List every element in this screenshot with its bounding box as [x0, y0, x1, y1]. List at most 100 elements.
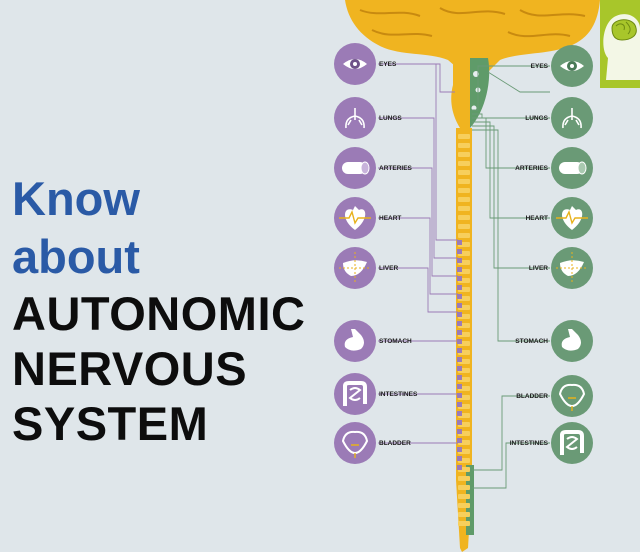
vertebra-marker [457, 348, 462, 353]
vertebra-marker [457, 330, 462, 335]
vertebra [458, 161, 470, 166]
right-organ-intestines: INTESTINES [510, 422, 593, 464]
intestines-icon [560, 430, 584, 455]
vertebra [458, 503, 470, 508]
liver-icon [556, 252, 588, 284]
right-organ-label: ARTERIES [515, 165, 549, 172]
right-organ-label: INTESTINES [510, 440, 549, 447]
vertebra-marker [457, 456, 462, 461]
organ-circle [551, 375, 593, 417]
vertebra [458, 134, 470, 139]
intestines-icon [343, 381, 367, 406]
sympathetic-organs: EYESLUNGSARTERIESHEARTLIVERSTOMACHBLADDE… [510, 45, 593, 464]
sympathetic-nerve [487, 71, 550, 93]
left-organ-intestines: INTESTINES [334, 373, 418, 415]
liver-icon [339, 252, 371, 284]
vertebra-marker [457, 384, 462, 389]
parasympathetic-nerve [378, 117, 458, 259]
vertebra-marker [457, 303, 462, 308]
vertebra [458, 512, 470, 517]
head-brain-icon [600, 0, 640, 88]
sympathetic-nerve [472, 125, 550, 269]
right-organ-label: BLADDER [516, 393, 548, 400]
parasympathetic-organs: EYESLUNGSARTERIESHEARTLIVERSTOMACHINTEST… [334, 43, 418, 464]
heart-icon [556, 206, 588, 230]
heart-icon [339, 206, 371, 230]
left-organ-label: HEART [379, 215, 401, 222]
left-organ-label: INTESTINES [379, 391, 418, 398]
vertebra-marker [457, 438, 462, 443]
vertebra-marker [457, 240, 462, 245]
parasympathetic-nerve [378, 63, 455, 93]
sympathetic-nerve [472, 129, 550, 342]
vertebra-marker [457, 294, 462, 299]
left-organ-label: BLADDER [379, 440, 411, 447]
right-organ-label: EYES [531, 63, 549, 70]
sympathetic-nerve [472, 65, 550, 111]
artery-icon [559, 161, 587, 175]
right-organ-liver: LIVER [529, 247, 593, 289]
vertebra [458, 188, 470, 193]
parasympathetic-nerve [378, 217, 458, 295]
brain [345, 0, 600, 128]
headline-line-3: AUTONOMIC [12, 287, 306, 340]
artery-icon [342, 161, 370, 175]
parasympathetic-nerve [378, 267, 458, 313]
headline-line-1: Know [12, 172, 140, 225]
sympathetic-nerve [472, 442, 550, 489]
vertebra [458, 170, 470, 175]
vertebra-marker [457, 402, 462, 407]
left-organ-label: LIVER [379, 265, 398, 272]
vertebra [458, 476, 470, 481]
vertebra [458, 179, 470, 184]
bladder-icon [558, 383, 586, 411]
vertebra-marker [457, 429, 462, 434]
left-organ-label: LUNGS [379, 115, 402, 122]
organ-circle [334, 422, 376, 464]
vertebra-marker [457, 393, 462, 398]
left-organ-heart: HEART [334, 197, 401, 239]
parasympathetic-nerve [378, 63, 458, 241]
vertebra-marker [457, 375, 462, 380]
vertebra-marker [457, 339, 462, 344]
vertebra [458, 215, 470, 220]
sympathetic-nerve [472, 121, 550, 219]
vertebra-marker [457, 312, 462, 317]
left-organ-lungs: LUNGS [334, 97, 402, 139]
vertebra [458, 485, 470, 490]
headline: Know about AUTONOMIC NERVOUS SYSTEM [12, 170, 305, 451]
right-organ-label: HEART [526, 215, 548, 222]
vertebra-marker [457, 276, 462, 281]
vertebra [458, 494, 470, 499]
headline-line-2: about [12, 230, 140, 283]
vertebra-marker [457, 249, 462, 254]
right-organ-arteries: ARTERIES [515, 147, 593, 189]
parasympathetic-nerve [378, 167, 458, 277]
vertebra [458, 224, 470, 229]
vertebra-marker [457, 285, 462, 290]
vertebra-marker [457, 465, 462, 470]
right-organ-stomach: STOMACH [515, 320, 593, 362]
left-organ-label: EYES [379, 61, 397, 68]
vertebra-marker [457, 420, 462, 425]
nerve-pathways [378, 63, 550, 489]
left-organ-bladder: BLADDER [334, 422, 411, 464]
vertebra [458, 206, 470, 211]
right-organ-heart: HEART [526, 197, 593, 239]
vertebra [458, 521, 470, 526]
bladder-icon [341, 430, 369, 458]
headline-line-5: SYSTEM [12, 397, 209, 450]
left-organ-label: STOMACH [379, 338, 412, 345]
vertebra-marker [457, 366, 462, 371]
right-organ-label: STOMACH [515, 338, 548, 345]
stomach-icon [561, 329, 581, 351]
sympathetic-nerve [472, 113, 550, 119]
right-organ-label: LIVER [529, 265, 548, 272]
left-organ-stomach: STOMACH [334, 320, 412, 362]
left-organ-liver: LIVER [334, 247, 398, 289]
spinal-cord [456, 128, 474, 552]
vertebra [458, 143, 470, 148]
vertebra [458, 233, 470, 238]
